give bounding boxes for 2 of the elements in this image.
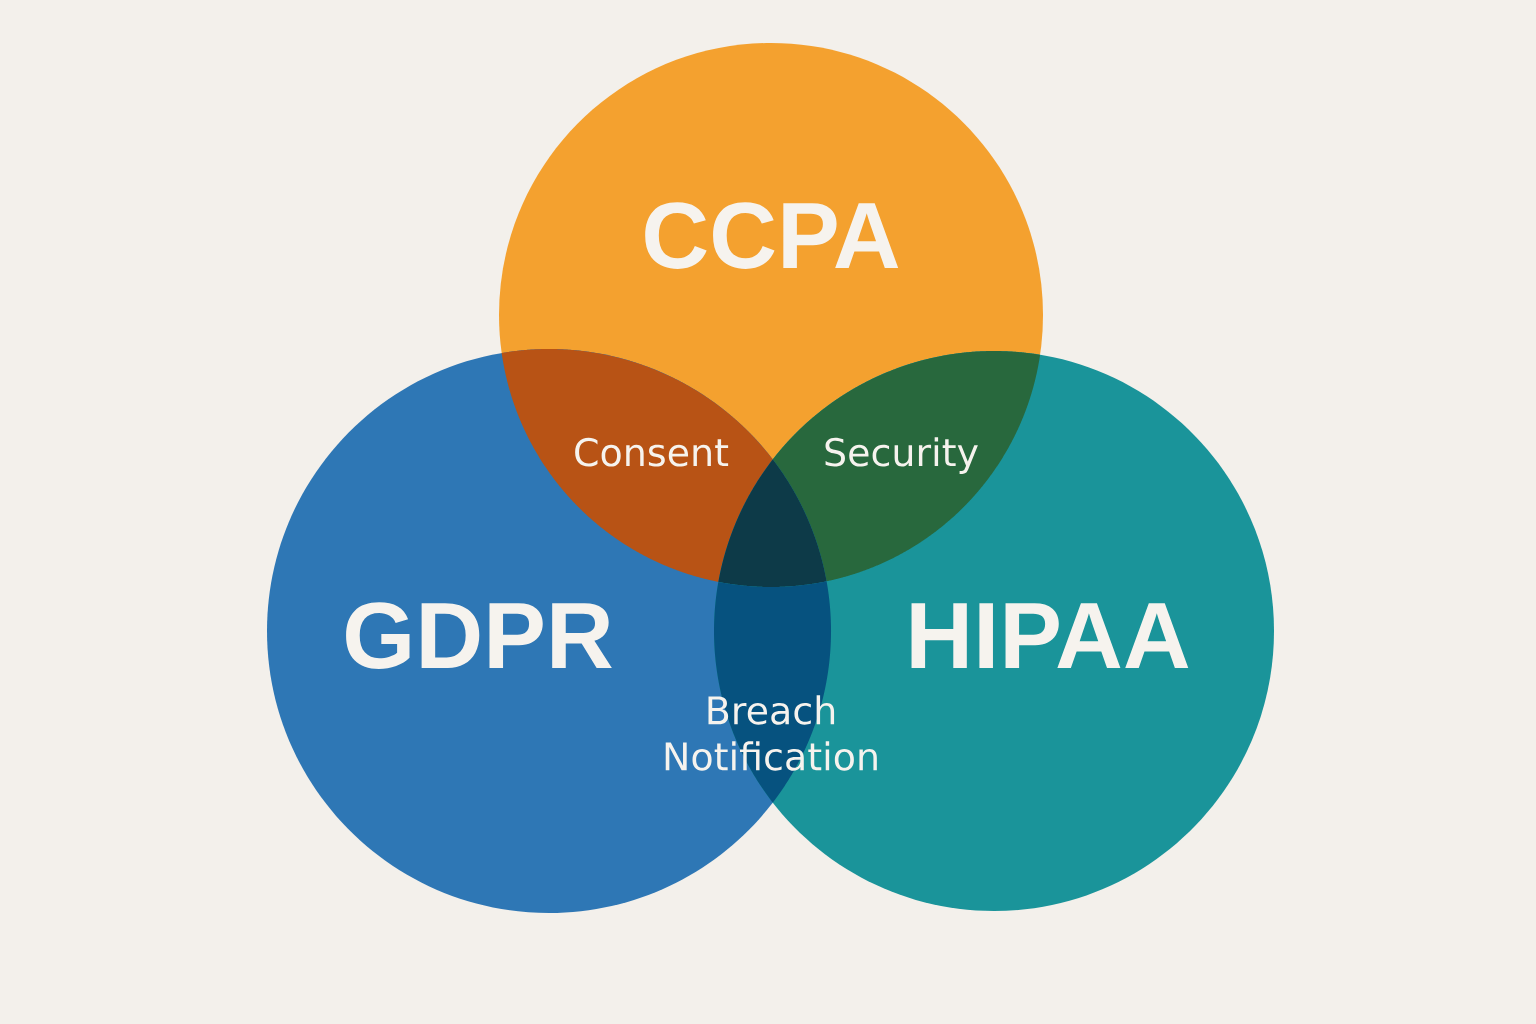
overlap-region: Security — [773, 351, 1041, 582]
overlap-region: Consent — [501, 349, 773, 582]
